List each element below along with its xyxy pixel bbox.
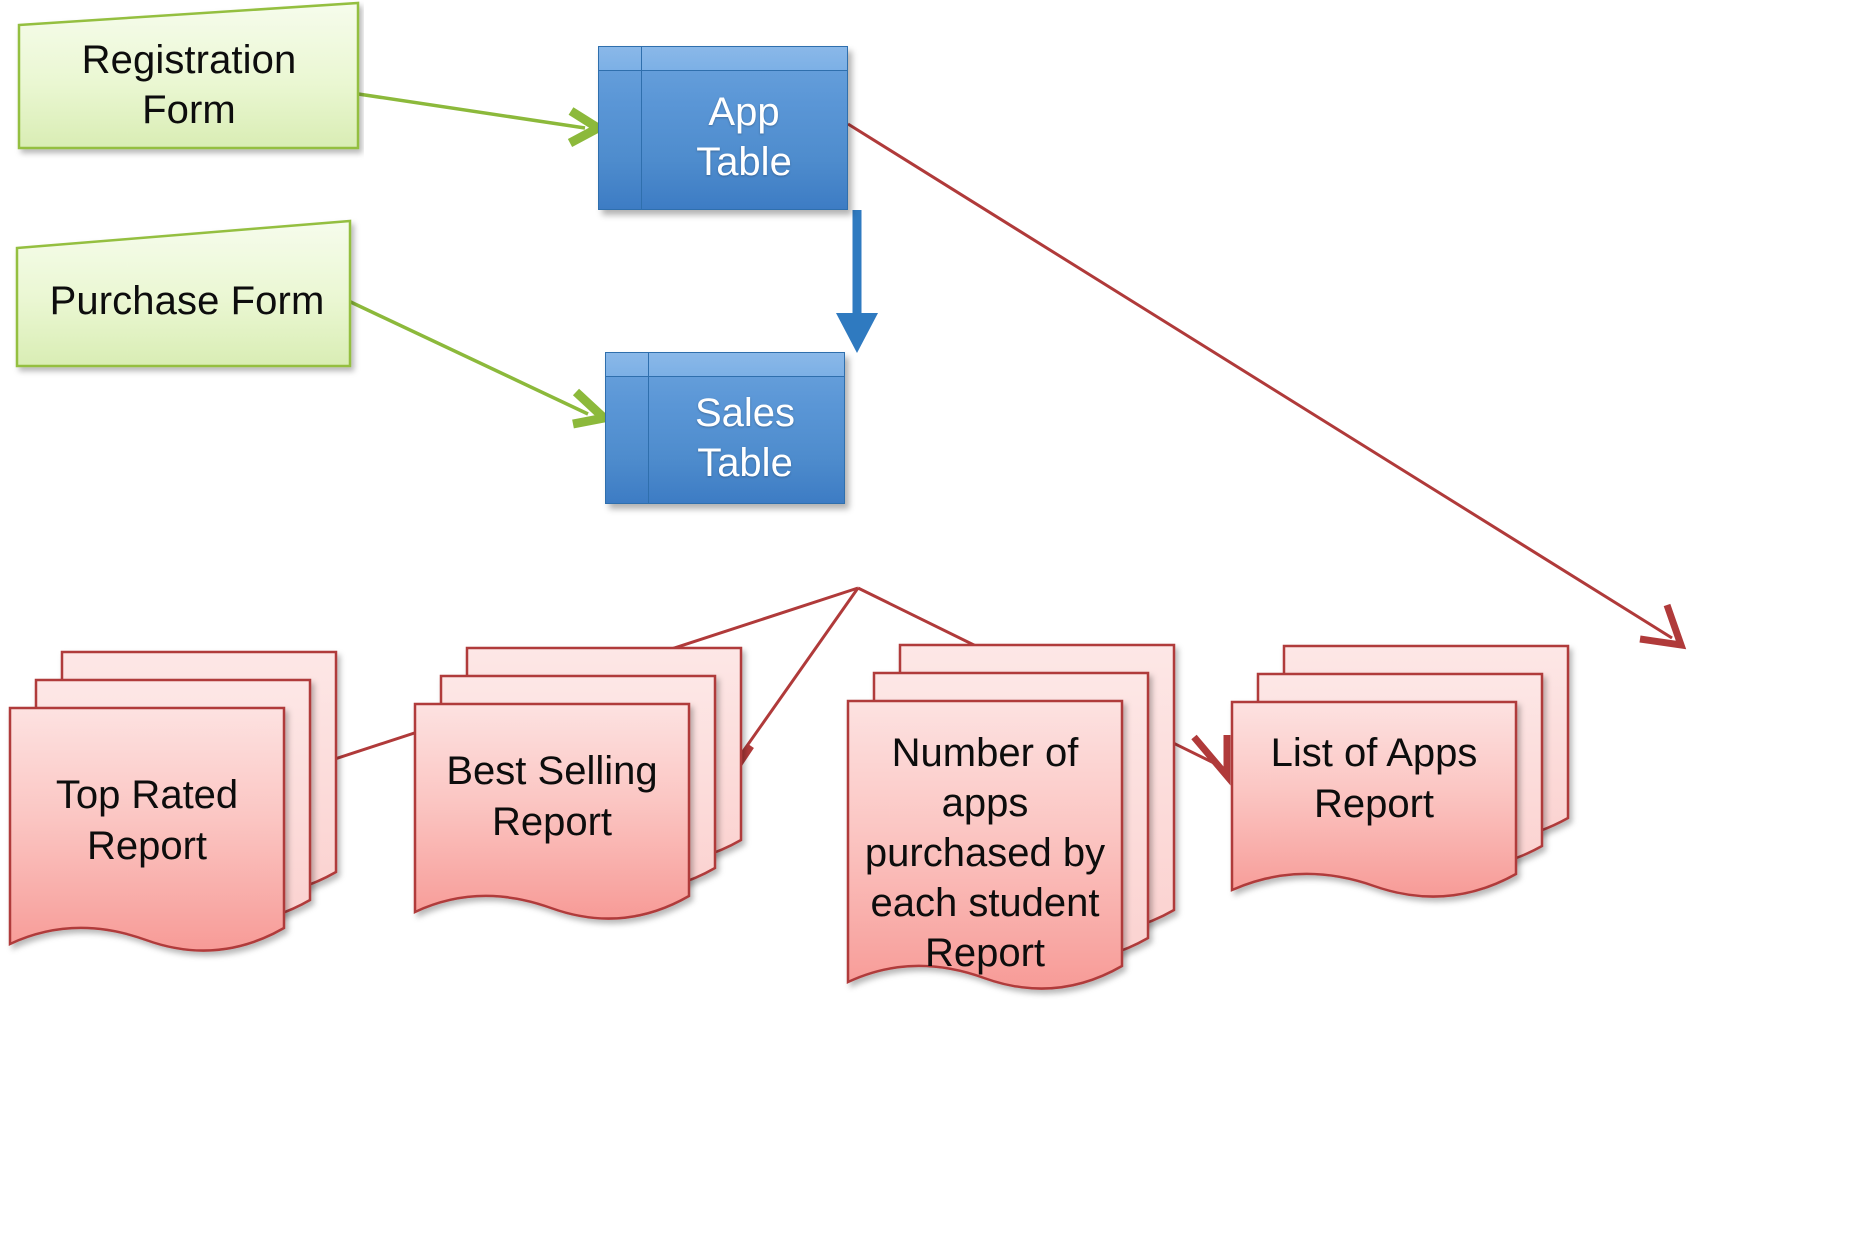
- app-table-header-row: [599, 47, 847, 71]
- sales-table-label: Sales Table: [694, 391, 796, 485]
- sales-table-shape[interactable]: Sales Table: [605, 352, 845, 504]
- app-table-column-separator: [641, 47, 642, 209]
- registration-form-label: Registration Form: [81, 38, 297, 132]
- connector-app-table-to-list-of-apps: [847, 122, 1687, 650]
- apps-per-student-report-outline: [846, 643, 1176, 990]
- list-of-apps-report-outline: [1230, 644, 1570, 898]
- list-of-apps-report-shape[interactable]: List of Apps Report: [1222, 618, 1602, 1018]
- sales-table-header-row: [606, 353, 844, 377]
- apps-per-student-report-label: Number of apps purchased by each student…: [864, 731, 1106, 975]
- sales-table-column-separator: [648, 353, 649, 503]
- registration-form-shape[interactable]: Registration Form: [14, 0, 364, 155]
- top-rated-report-label: Top Rated Report: [55, 773, 239, 868]
- apps-per-student-report-shape[interactable]: Number of apps purchased by each student…: [838, 620, 1198, 1060]
- best-selling-report-label: Best Selling Report: [446, 749, 658, 844]
- list-of-apps-report-label: List of Apps Report: [1270, 731, 1478, 826]
- app-table-label: App Table: [696, 90, 792, 184]
- connector-purchase-to-sales-table: [337, 294, 614, 429]
- purchase-form-shape[interactable]: Purchase Form: [12, 214, 362, 374]
- registration-form-outline: [17, 1, 360, 150]
- connector-app-table-to-sales-table: [836, 210, 878, 353]
- top-rated-report-outline: [8, 650, 338, 952]
- app-table-shape[interactable]: App Table: [598, 46, 848, 210]
- connector-registration-to-app-table: [344, 90, 607, 147]
- purchase-form-label: Purchase Form: [49, 279, 325, 323]
- purchase-form-outline: [15, 219, 352, 368]
- top-rated-report-shape[interactable]: Top Rated Report: [0, 640, 360, 1060]
- best-selling-report-outline: [413, 646, 743, 920]
- best-selling-report-shape[interactable]: Best Selling Report: [405, 618, 765, 1038]
